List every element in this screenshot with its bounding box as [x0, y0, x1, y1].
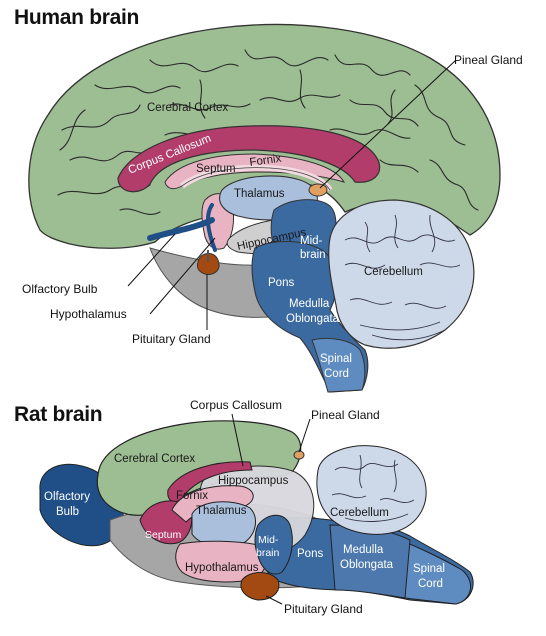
rat-label-pineal-gland: Pineal Gland	[311, 408, 380, 422]
rat-label-medulla-2: Oblongata	[340, 559, 394, 571]
rat-brain-title: Rat brain	[14, 403, 103, 426]
rat-label-pituitary-gland: Pituitary Gland	[284, 602, 363, 616]
human-label-spinal-2: Cord	[324, 368, 349, 380]
human-label-midbrain-1: Mid-	[300, 235, 323, 247]
rat-label-hypothalamus: Hypothalamus	[185, 562, 259, 574]
human-label-pituitary-gland: Pituitary Gland	[132, 332, 211, 346]
human-brain-title: Human brain	[14, 6, 140, 29]
human-label-pons: Pons	[268, 277, 294, 289]
rat-label-olfactory-2: Bulb	[56, 506, 79, 518]
human-label-medulla-1: Medulla	[289, 298, 330, 310]
human-corpus-callosum	[117, 125, 381, 193]
human-label-medulla-2: Oblongata	[286, 313, 340, 325]
rat-label-spinal-1: Spinal	[413, 563, 445, 575]
human-label-septum: Septum	[196, 163, 236, 175]
rat-cerebellum	[316, 445, 427, 535]
human-label-fornix: Fornix	[249, 153, 283, 169]
human-label-pineal-gland: Pineal Gland	[454, 53, 523, 67]
rat-midbrain	[254, 514, 293, 575]
rat-leader-pituitary	[265, 595, 283, 605]
rat-pituitary-gland	[240, 572, 280, 601]
human-label-thalamus: Thalamus	[234, 188, 285, 200]
rat-pineal-gland	[293, 450, 305, 460]
human-septum	[164, 153, 346, 190]
human-spinal-cord	[311, 337, 366, 393]
rat-label-olfactory-1: Olfactory	[44, 491, 90, 503]
rat-label-midbrain-2: brain	[256, 547, 280, 559]
rat-label-fornix: Fornix	[176, 490, 208, 502]
rat-cerebellum-folia	[331, 454, 415, 522]
rat-label-medulla-1: Medulla	[343, 544, 384, 556]
human-label-olfactory-bulb: Olfactory Bulb	[22, 282, 98, 296]
rat-label-cerebellum: Cerebellum	[330, 507, 389, 519]
human-leader-olfactory	[127, 233, 176, 287]
rat-label-midbrain-1: Mid-	[258, 534, 279, 546]
human-leader-hypothalamus	[149, 237, 216, 315]
human-cerebellum	[328, 199, 475, 349]
human-leader-pineal	[319, 59, 457, 189]
rat-brain-figure: Cerebral Cortex Hippocampus Olfactory Bu…	[39, 398, 474, 616]
human-pineal-gland	[308, 183, 328, 197]
human-cerebellum-folia	[344, 214, 461, 341]
human-label-midbrain-2: brain	[300, 249, 326, 261]
human-label-cerebral-cortex: Cerebral Cortex	[147, 102, 228, 114]
rat-label-spinal-2: Cord	[418, 578, 443, 590]
rat-label-corpus-callosum: Corpus Callosum	[190, 398, 282, 412]
rat-label-cerebral-cortex: Cerebral Cortex	[114, 453, 195, 465]
rat-label-pons: Pons	[297, 548, 323, 560]
rat-label-septum: Septum	[145, 529, 181, 541]
human-brain-figure: Cerebral Cortex Corpus Callosum Septum F…	[22, 23, 523, 393]
rat-label-hippocampus: Hippocampus	[218, 475, 289, 487]
rat-leader-pineal	[298, 418, 311, 453]
rat-label-thalamus: Thalamus	[196, 505, 247, 517]
human-label-hypothalamus: Hypothalamus	[50, 307, 127, 321]
human-label-spinal-1: Spinal	[320, 353, 352, 365]
human-label-cerebellum: Cerebellum	[364, 266, 423, 278]
rat-leader-corpus-callosum	[231, 413, 244, 467]
rat-spinal-cord	[399, 539, 471, 605]
